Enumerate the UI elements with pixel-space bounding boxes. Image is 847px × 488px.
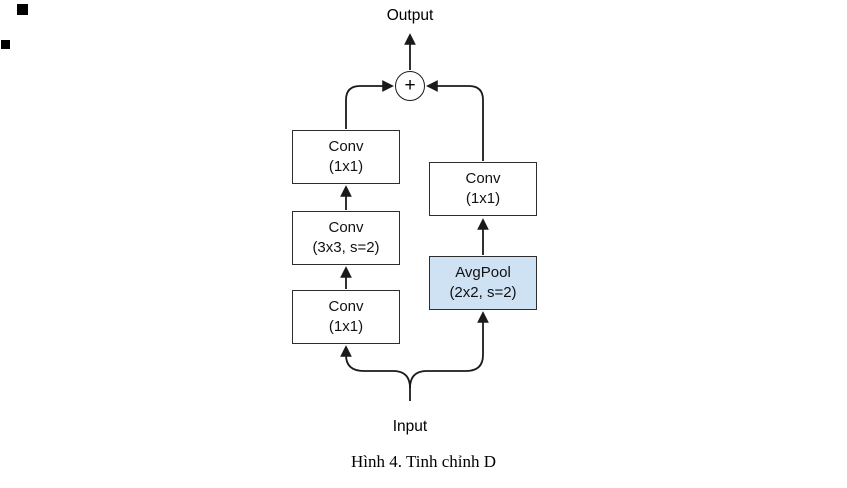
node-title: AvgPool bbox=[455, 263, 511, 281]
conv-1x1-bottom-left-box: Conv (1x1) bbox=[292, 290, 400, 344]
output-label: Output bbox=[386, 7, 434, 24]
avgpool-2x2-s2-box: AvgPool (2x2, s=2) bbox=[429, 256, 537, 310]
node-title: Conv bbox=[328, 297, 364, 315]
node-params: (1x1) bbox=[328, 158, 364, 175]
black-square-marker bbox=[1, 40, 10, 49]
conv-3x3-s2-box: Conv (3x3, s=2) bbox=[292, 211, 400, 265]
conv-1x1-top-left-box: Conv (1x1) bbox=[292, 130, 400, 184]
black-square-marker bbox=[17, 4, 28, 15]
input-label: Input bbox=[392, 418, 428, 435]
conv-1x1-right-box: Conv (1x1) bbox=[429, 162, 537, 216]
right-branch-to-sum-arrow bbox=[426, 80, 484, 161]
node-params: (2x2, s=2) bbox=[449, 284, 517, 301]
left-branch-to-sum-arrow bbox=[345, 80, 394, 129]
sum-node: + bbox=[395, 71, 425, 101]
input-to-right-branch-arrow bbox=[409, 311, 489, 389]
figure-caption: Hình 4. Tinh chỉnh D bbox=[351, 452, 496, 471]
node-params: (1x1) bbox=[328, 318, 364, 335]
input-to-left-branch-arrow bbox=[340, 345, 411, 389]
node-params: (1x1) bbox=[465, 190, 501, 207]
node-params: (3x3, s=2) bbox=[312, 239, 380, 256]
node-title: Conv bbox=[328, 218, 364, 236]
node-title: Conv bbox=[328, 137, 364, 155]
node-title: Conv bbox=[465, 169, 501, 187]
plus-icon: + bbox=[404, 75, 416, 96]
